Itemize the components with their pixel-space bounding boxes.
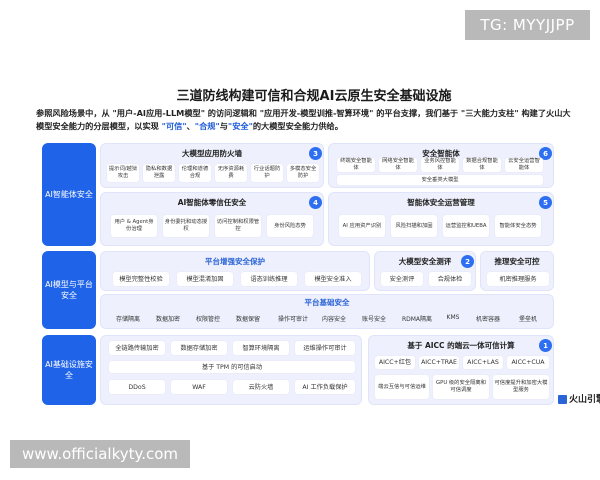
infra-chip: 智算环境隔离	[233, 341, 289, 355]
firewall-chip: 行业话题防护	[251, 164, 283, 182]
aicc-box: 基于 AICC 的端云一体可信计算 1 AICC+红包 AICC+TRAE AI…	[368, 335, 554, 405]
aicc-chip: AICC+红包	[375, 356, 415, 369]
infrastructure-box: 全链路传输加密 数据存储加密 智算环境隔离 运维操作可审计 基于 TPM 的可信…	[100, 335, 362, 405]
confidential-inference-chip: 机密推理服务	[487, 272, 549, 286]
firewall-chip: 伦理和道德合规	[179, 164, 211, 182]
infra-chip: 全链路传输加密	[109, 341, 165, 355]
security-agent-chip: 数据合规智能体	[463, 158, 501, 172]
security-agent-title: 安全智能体	[422, 149, 460, 158]
platform-protection-chip: 模型完整性校验	[113, 272, 169, 286]
intro-highlight-trusted: "可信"	[161, 121, 187, 131]
agent-ops-title: 智能体安全运营管理	[407, 198, 475, 207]
base-item: 账号安全	[361, 316, 386, 323]
infra-chip: AI 工作负载保护	[295, 380, 355, 394]
base-item: 机密容器	[475, 316, 500, 323]
firewall-chip: 多模态安全防护	[287, 164, 319, 182]
evaluation-chip: 安全测评	[381, 272, 423, 286]
intro-text-1: 参照风险场景中，从 "用户-AI应用-LLM模型" 的访问逻辑和 "应用开发-模…	[36, 108, 571, 131]
tg-watermark: TG: MYYJJPP	[465, 10, 590, 40]
layer-infrastructure-security: AI基础设施安全	[42, 335, 96, 405]
zero-trust-chip: 身份委托和动态授权	[163, 215, 209, 237]
base-item: 操作可审计	[277, 316, 308, 323]
trusted-boot-chip: 基于 TPM 的可信启动	[109, 361, 355, 373]
platform-protection-chip: 语态训练推理	[241, 272, 297, 286]
model-evaluation-title: 大模型安全测评	[398, 257, 452, 266]
intro-separator-2: 与	[219, 121, 228, 131]
layer-agent-security: AI智能体安全	[42, 143, 96, 246]
aicc-chip: AICC+LAS	[463, 356, 503, 369]
firewall-chip: 隐私和数据泄露	[143, 164, 175, 182]
llm-app-firewall-title: 大模型应用防火墙	[182, 149, 242, 158]
slide-title: 三道防线构建可信和合规AI云原生安全基础设施	[176, 89, 452, 104]
badge-3: 3	[309, 147, 322, 160]
slide: 三道防线构建可信和合规AI云原生安全基础设施 参照风险场景中，从 "用户-AI应…	[28, 75, 600, 411]
platform-protection-box: 平台增强安全保护 模型完整性校验 模型混淆加固 语态训练推理 模型安全准入	[100, 251, 370, 291]
base-item: KMS	[446, 314, 460, 321]
zero-trust-chip: 访问控制和权限管控	[215, 215, 261, 237]
agent-ops-chip: AI 应用资产识别	[339, 215, 385, 237]
aicc-detail-chip: GPU 级的安全隔离和可信调度	[433, 375, 489, 399]
intro-highlight-secure: "安全"	[227, 121, 253, 131]
agent-ops-chip: 运营监控和UEBA	[443, 215, 489, 237]
intro-highlight-compliant: "合规"	[194, 121, 220, 131]
badge-6: 6	[539, 147, 552, 160]
base-item: 堡垒机	[518, 316, 537, 323]
aicc-title: 基于 AICC 的端云一体可信计算	[407, 341, 515, 350]
agent-ops-box: 智能体安全运营管理 5 AI 应用资产识别 风险扫描和加固 运营监控和UEBA …	[328, 192, 554, 246]
agent-zero-trust-title: AI智能体零信任安全	[177, 198, 247, 207]
infra-chip: 运维操作可审计	[295, 341, 355, 355]
base-item: 数据加密	[155, 316, 180, 323]
evaluation-chip: 合规体检	[429, 272, 471, 286]
platform-base-security-box: 平台基础安全 存储隔离 数据加密 权限管控 数据保留 操作可审计 内容安全 账号…	[100, 294, 554, 329]
badge-1: 1	[539, 339, 552, 352]
infra-chip: 数据存储加密	[171, 341, 227, 355]
agent-ops-chip: 风险扫描和加固	[391, 215, 437, 237]
volcengine-logo-icon	[558, 395, 567, 404]
infra-chip: WAF	[171, 380, 227, 394]
intro-separator-1: 、	[186, 121, 195, 131]
volcengine-logo: 火山引擎	[558, 392, 600, 405]
url-watermark: www.officialkyty.com	[10, 440, 190, 468]
security-agent-chip: 终端安全智能体	[337, 158, 375, 172]
volcengine-logo-text: 火山引擎	[569, 395, 600, 405]
aicc-chip: AICC+TRAE	[419, 356, 459, 369]
agent-zero-trust-box: AI智能体零信任安全 4 用户 & Agent身份治理 身份委托和动态授权 访问…	[100, 192, 324, 246]
base-item: 存储隔离	[115, 316, 140, 323]
model-evaluation-box: 大模型安全测评 2 安全测评 合规体检	[374, 251, 476, 291]
zero-trust-chip: 用户 & Agent身份治理	[111, 215, 157, 237]
security-agent-box: 安全智能体 6 终端安全智能体 网络安全智能体 业务风控智能体 数据合规智能体 …	[328, 143, 554, 188]
base-item: RDMA隔离	[401, 316, 433, 323]
inference-security-title: 推理安全可控	[494, 257, 540, 266]
infra-chip: DDoS	[109, 380, 165, 394]
intro-text-2: 的大模型安全能力供给。	[252, 121, 343, 131]
platform-base-security-title: 平台基础安全	[304, 298, 350, 307]
inference-security-box: 推理安全可控 机密推理服务	[480, 251, 554, 291]
zero-trust-chip: 身份风险态势	[267, 215, 313, 237]
aicc-detail-chip: 端云互信与可信运维	[375, 375, 429, 399]
base-item: 数据保留	[235, 316, 260, 323]
firewall-chip: 无序资源耗费	[215, 164, 247, 182]
platform-protection-chip: 模型安全准入	[305, 272, 361, 286]
agent-ops-chip: 智能体安全态势	[495, 215, 541, 237]
badge-4: 4	[309, 196, 322, 209]
layer-model-platform-security: AI模型与平台安全	[42, 251, 96, 329]
aicc-chip: AICC+CUA	[507, 356, 549, 369]
platform-protection-chip: 模型混淆加固	[177, 272, 233, 286]
firewall-chip: 提示词/越狱攻击	[107, 164, 139, 182]
base-item: 权限管控	[195, 316, 220, 323]
security-vertical-model-chip: 安全垂类大模型	[337, 175, 543, 185]
badge-5: 5	[539, 196, 552, 209]
base-item: 内容安全	[321, 316, 346, 323]
badge-2: 2	[461, 255, 474, 268]
platform-protection-title: 平台增强安全保护	[205, 257, 265, 266]
llm-app-firewall-box: 大模型应用防火墙 3 提示词/越狱攻击 隐私和数据泄露 伦理和道德合规 无序资源…	[100, 143, 324, 188]
intro-paragraph: 参照风险场景中，从 "用户-AI应用-LLM模型" 的访问逻辑和 "应用开发-模…	[36, 107, 571, 133]
infra-chip: 云防火墙	[233, 380, 289, 394]
security-agent-chip: 业务风控智能体	[421, 158, 459, 172]
security-agent-chip: 网络安全智能体	[379, 158, 417, 172]
aicc-detail-chip: 可信度提升和加密大模型服务	[493, 375, 549, 399]
security-agent-chip: 云安全运营智能体	[505, 158, 543, 172]
